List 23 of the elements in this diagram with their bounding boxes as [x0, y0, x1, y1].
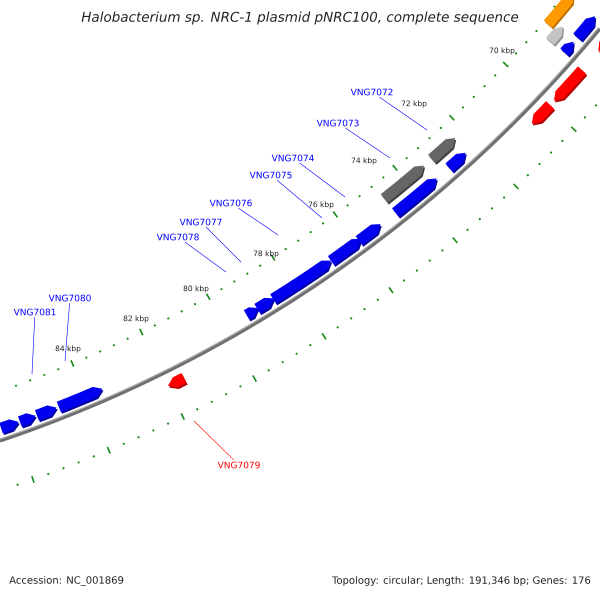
gene-label: VNG7081	[14, 308, 56, 316]
leader-line	[300, 162, 346, 198]
leader-line	[64, 302, 70, 362]
gene-label: VNG7078	[156, 234, 199, 240]
leader-line	[345, 128, 390, 158]
footer-text: Topology: circular; Length: 191,346 bp; Genes: 176	[332, 576, 590, 586]
leader-line	[194, 420, 234, 460]
leader-line	[32, 316, 36, 374]
gene-label: VNG7080	[48, 294, 91, 302]
gene-label: VNG7079	[218, 462, 260, 468]
gene-label: VNG7074	[272, 154, 314, 162]
gene-label: VNG7072	[350, 88, 392, 96]
gene-label: VNG7077	[180, 218, 222, 226]
title: Halobacterium sp. NRC-1 plasmid pNRC100, complete sequence	[82, 11, 518, 25]
leader-line	[379, 96, 428, 130]
gene-label: VNG7073	[316, 120, 359, 126]
leader-line	[276, 180, 322, 218]
gene-label: VNG7075	[250, 172, 292, 178]
leader-line	[184, 242, 226, 272]
leader-line	[206, 226, 242, 262]
leader-line	[238, 208, 278, 236]
gene-label: VNG7076	[210, 200, 252, 206]
footer-text: Accession: NC_001869	[9, 576, 124, 586]
